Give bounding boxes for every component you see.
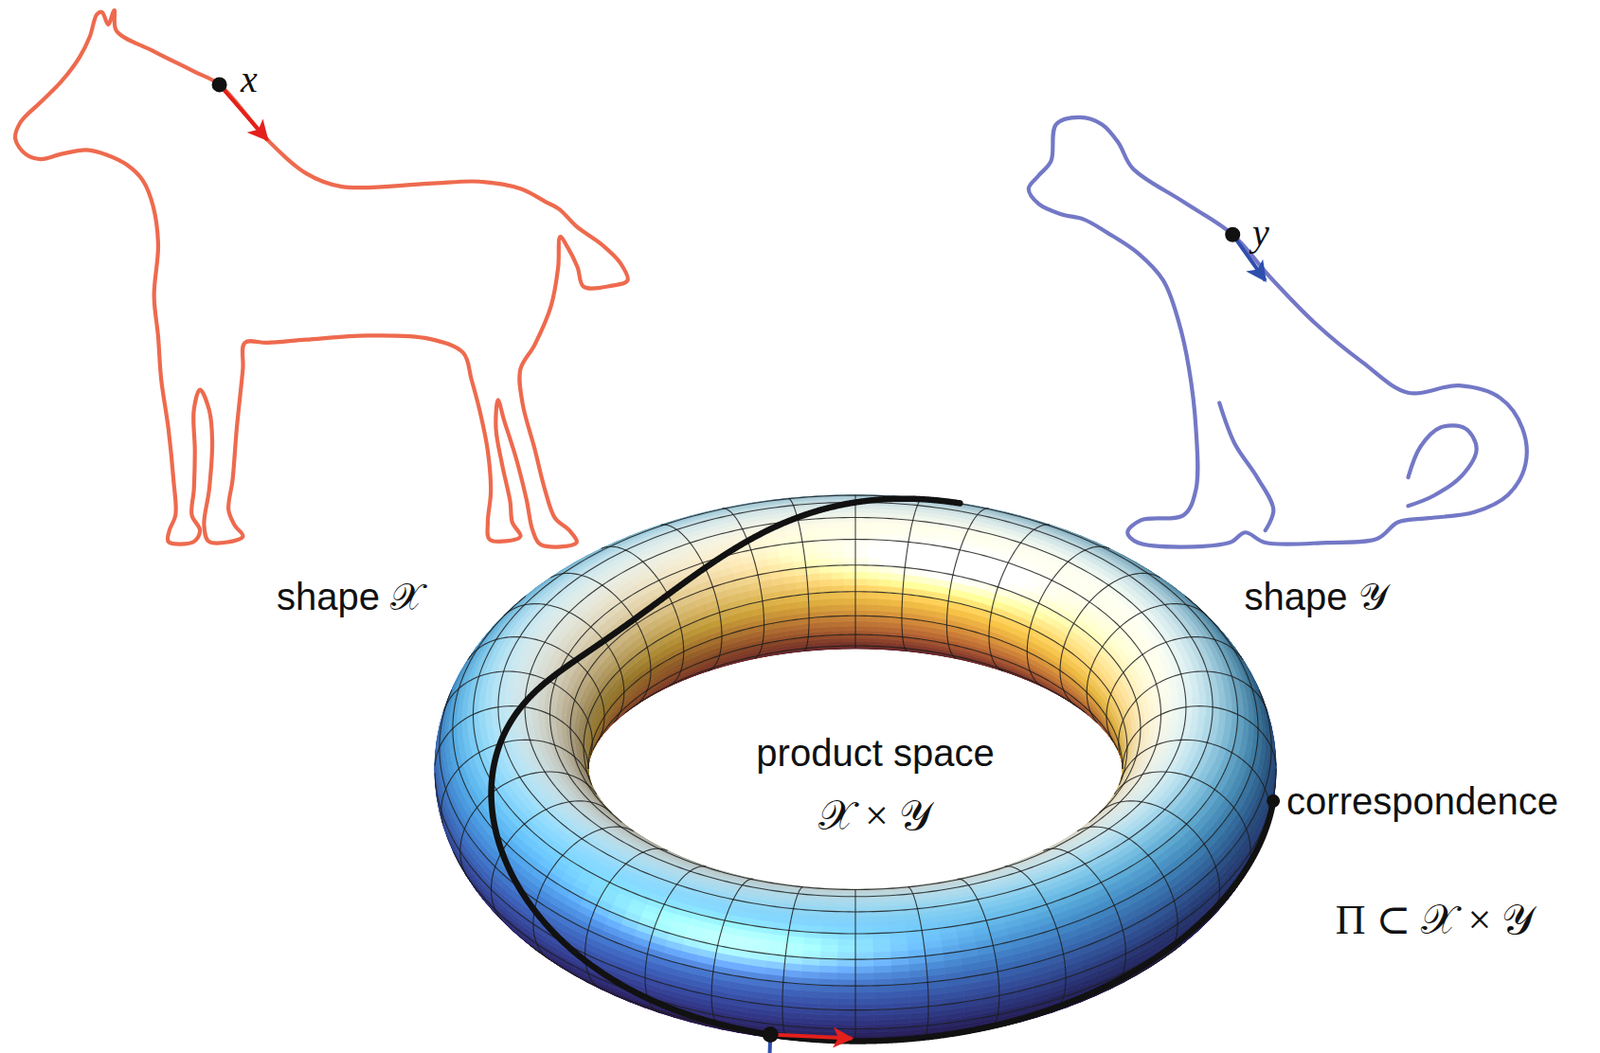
figure-stage: xyshape 𝒳shape 𝒴product space𝒳 × 𝒴corres… bbox=[0, 0, 1600, 1053]
